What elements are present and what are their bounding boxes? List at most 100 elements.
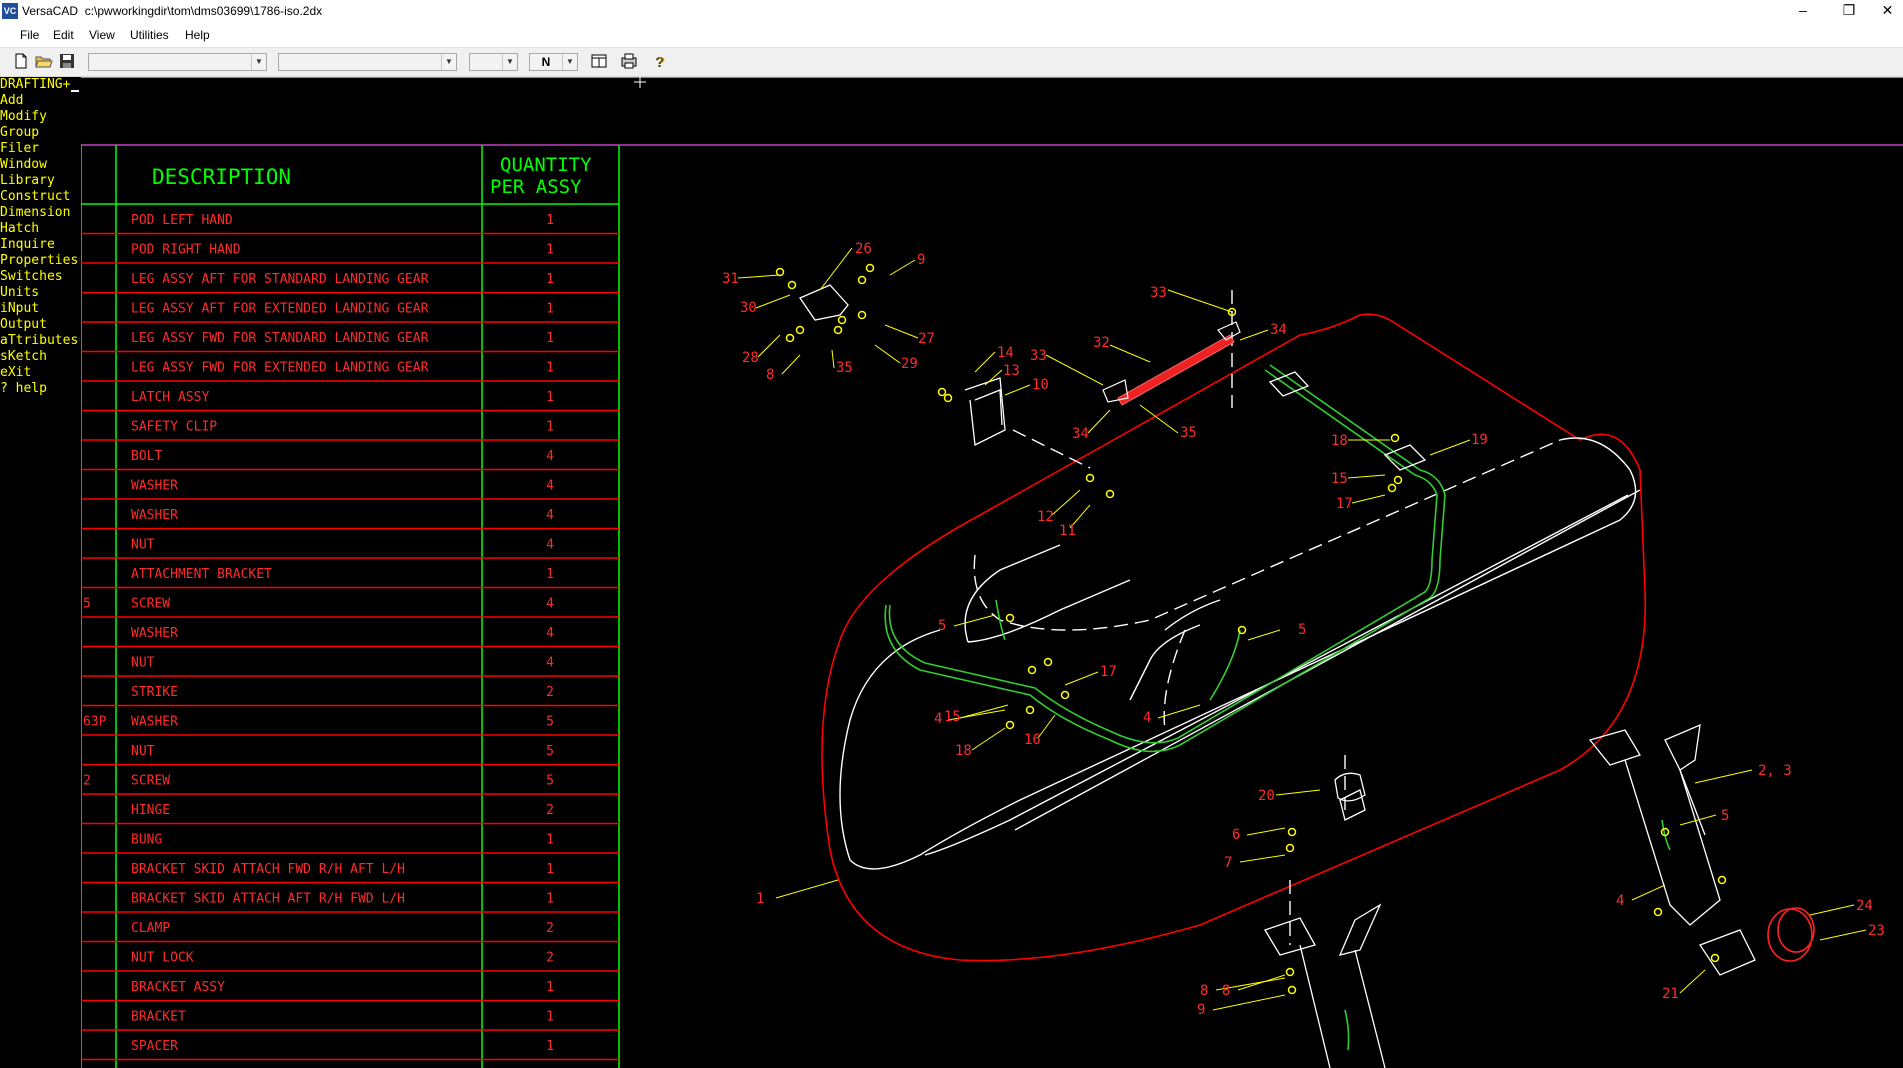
size-combo[interactable]: ▼ (469, 53, 518, 71)
crosshair-cursor-icon (634, 77, 646, 88)
fastener-mark (1660, 827, 1670, 837)
callout-leader (889, 259, 916, 276)
sidebar-item-modify[interactable]: Modify (0, 109, 47, 124)
fastener-mark (1025, 705, 1035, 715)
n-combo[interactable]: N ▼ (529, 53, 578, 71)
menu-view[interactable]: View (89, 28, 115, 42)
table-row-description: POD LEFT HAND (131, 213, 233, 228)
sidebar-item-attributes[interactable]: aTtributes (0, 333, 79, 348)
restore-icon: ❐ (1842, 2, 1856, 18)
style-combo[interactable]: ▼ (278, 53, 457, 71)
sidebar-item-window[interactable]: Window (0, 157, 47, 172)
callout-label: 23 (1868, 923, 1885, 939)
callout-leader (974, 351, 996, 373)
menu-file[interactable]: File (20, 28, 40, 42)
table-row-description: BRACKET (131, 1010, 186, 1025)
callout-leader (1247, 629, 1281, 641)
table-row-description: WASHER (131, 508, 178, 523)
save-disk-icon (60, 54, 74, 68)
save-file-button[interactable] (58, 52, 76, 70)
table-row-quantity: 1 (546, 862, 554, 877)
sidebar-item-inquire[interactable]: Inquire (0, 237, 55, 252)
restore-button[interactable]: ❐ (1826, 0, 1872, 23)
n-combo-value: N (541, 55, 551, 69)
callout-label: 21 (1662, 986, 1679, 1002)
table-row-quantity: 2 (546, 921, 554, 936)
callout-leader (757, 334, 781, 358)
sidebar-item-units[interactable]: Units (0, 285, 40, 300)
close-button[interactable]: ✕ (1872, 0, 1903, 23)
fastener-mark (943, 393, 953, 403)
sidebar-item-exit[interactable]: eXit (0, 365, 32, 380)
callout-label: 27 (918, 331, 935, 347)
callout-label: 5 (938, 618, 946, 634)
callout-leader (874, 344, 901, 364)
close-icon: ✕ (1881, 2, 1894, 18)
layout-button[interactable] (590, 52, 608, 70)
callout-leader (1819, 929, 1867, 941)
svg-text:?: ? (656, 54, 665, 70)
minimize-button[interactable]: – (1780, 0, 1826, 23)
callout-label: 17 (1336, 496, 1353, 512)
help-button[interactable]: ?? (651, 52, 669, 71)
table-row-quantity: 4 (546, 479, 554, 494)
table-row-description: WASHER (131, 715, 178, 730)
callout-leader (1051, 489, 1081, 516)
fastener-mark (1653, 907, 1663, 917)
callout-leader (1037, 714, 1056, 739)
callout-leader (1087, 409, 1111, 434)
table-row-description: NUT (131, 538, 155, 553)
sidebar-item-help[interactable]: ? help (0, 381, 47, 396)
font-combo[interactable]: ▼ (88, 53, 267, 71)
table-row-description: WASHER (131, 479, 178, 494)
callout-label: 20 (1258, 788, 1275, 804)
table-row-quantity: 4 (546, 626, 554, 641)
callout-label: 15 (1331, 471, 1348, 487)
minimize-icon: – (1799, 2, 1807, 18)
callout-label: 15 (944, 709, 961, 725)
app-logo-icon: VC (2, 3, 18, 19)
menu-edit[interactable]: Edit (53, 28, 74, 42)
sidebar-item-group[interactable]: Group (0, 125, 40, 140)
callout-leader (1157, 704, 1201, 719)
callout-label: 19 (1471, 432, 1488, 448)
fastener-mark (857, 310, 867, 320)
sidebar-item-drafting[interactable]: DRAFTING+ (0, 77, 71, 92)
callout-leader (1679, 814, 1717, 826)
sidebar-item-dimension[interactable]: Dimension (0, 205, 71, 220)
print-setup-button[interactable] (620, 52, 638, 70)
sidebar-item-filer[interactable]: Filer (0, 141, 40, 156)
table-row-mark: 2 (83, 774, 91, 789)
callout-leader (884, 324, 919, 339)
new-file-button[interactable] (12, 52, 30, 70)
window-layout-icon (591, 54, 607, 68)
callout-leaders (737, 247, 1867, 1011)
open-file-button[interactable] (35, 52, 53, 70)
callout-leader (1109, 344, 1151, 363)
fastener-mark (1393, 475, 1403, 485)
sidebar-item-output[interactable]: Output (0, 317, 47, 332)
sidebar-item-switches[interactable]: Switches (0, 269, 63, 284)
table-row-quantity: 1 (546, 390, 554, 405)
sidebar-item-properties[interactable]: Properties (0, 253, 79, 268)
sidebar-item-library[interactable]: Library (0, 173, 55, 188)
chevron-down-icon: ▼ (562, 54, 577, 70)
sidebar-item-add[interactable]: Add (0, 93, 24, 108)
menu-utilities[interactable]: Utilities (130, 28, 169, 42)
callout-leader (1069, 504, 1091, 529)
callout-leader (959, 704, 1009, 719)
parts-table-grid (81, 145, 620, 1068)
table-row-quantity: 1 (546, 833, 554, 848)
sidebar-item-input[interactable]: iNput (0, 301, 40, 316)
app-name: VersaCAD (22, 4, 79, 18)
table-row-quantity: 1 (546, 272, 554, 287)
sidebar-item-sketch[interactable]: sKetch (0, 349, 47, 364)
menu-help[interactable]: Help (185, 28, 210, 42)
fastener-mark (775, 267, 785, 277)
pod-dashed-lines (973, 290, 1561, 945)
sidebar-item-construct[interactable]: Construct (0, 189, 71, 204)
table-row-description: SCREW (131, 774, 170, 789)
sidebar-item-hatch[interactable]: Hatch (0, 221, 40, 236)
